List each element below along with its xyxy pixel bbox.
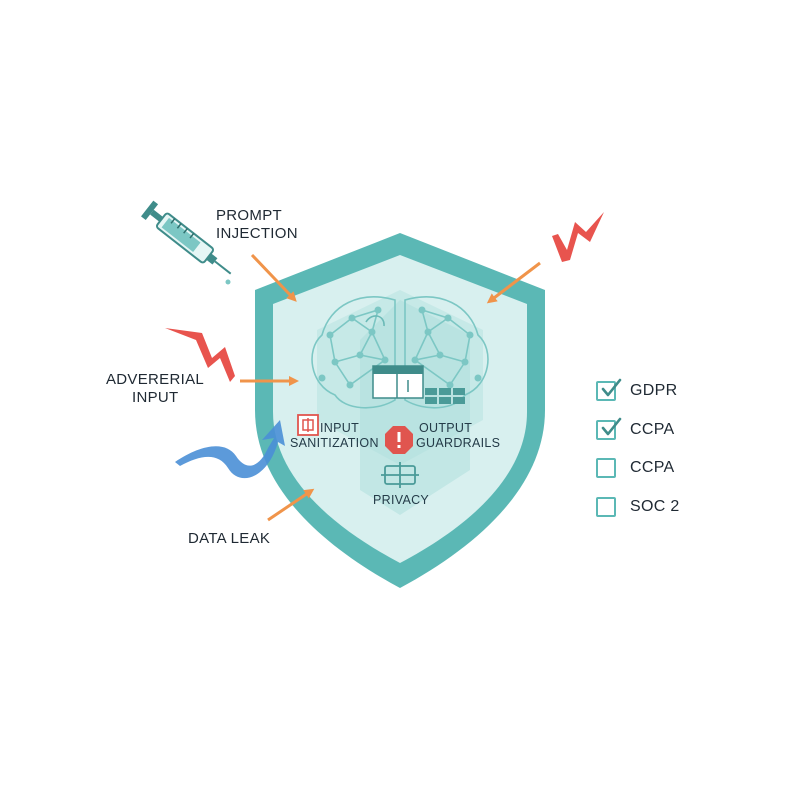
checkbox-unchecked[interactable] <box>596 496 616 517</box>
label-prompt-injection: PROMPT INJECTION <box>216 207 298 242</box>
checkmark-icon <box>601 378 622 397</box>
alert-octagon-icon <box>385 426 413 454</box>
checkmark-icon <box>601 417 622 436</box>
checklist-label: GDPR <box>630 382 678 400</box>
checklist-label: SOC 2 <box>630 497 680 515</box>
shield <box>255 233 545 588</box>
server-icon <box>372 365 424 399</box>
label-privacy: PRIVACY <box>373 493 430 507</box>
checklist-item-ccpa[interactable]: CCPA <box>596 411 716 450</box>
threat-arrows <box>240 253 541 522</box>
input-sanitization-icon <box>297 414 319 436</box>
checklist-item-gdpr[interactable]: GDPR <box>596 372 716 411</box>
arrow-right-attack <box>486 261 541 304</box>
checkbox-unchecked[interactable] <box>596 458 616 479</box>
checklist-item-soc2[interactable]: SOC 2 <box>596 488 716 527</box>
label-input-sanitization: INPUT SANITIZATION <box>290 421 379 450</box>
syringe-icon <box>141 200 232 275</box>
arrow-data-leak <box>267 488 315 522</box>
network-nodes <box>318 306 482 389</box>
label-output-guardrails: OUTPUT GUARDRAILS <box>416 421 501 450</box>
label-data-leak: DATA LEAK <box>188 530 271 547</box>
label-adversarial-input: ADVERERIAL INPUT <box>106 371 205 406</box>
arrow-prompt-injection <box>250 253 297 302</box>
data-grid-icon <box>425 388 465 404</box>
wave-arrow-icon <box>175 420 285 479</box>
syringe-drop-icon <box>225 279 231 285</box>
checklist-item-ccpa-2[interactable]: CCPA <box>596 449 716 488</box>
checkbox-checked[interactable] <box>596 417 622 440</box>
checklist-label: CCPA <box>630 420 675 438</box>
checklist-label: CCPA <box>630 459 675 477</box>
compliance-checklist: GDPR CCPA CCPA SOC 2 <box>596 372 716 526</box>
lightning-right-icon <box>552 212 604 262</box>
checkbox-checked[interactable] <box>596 378 622 402</box>
lightning-left-icon <box>165 328 235 382</box>
privacy-chip-icon <box>381 462 419 488</box>
